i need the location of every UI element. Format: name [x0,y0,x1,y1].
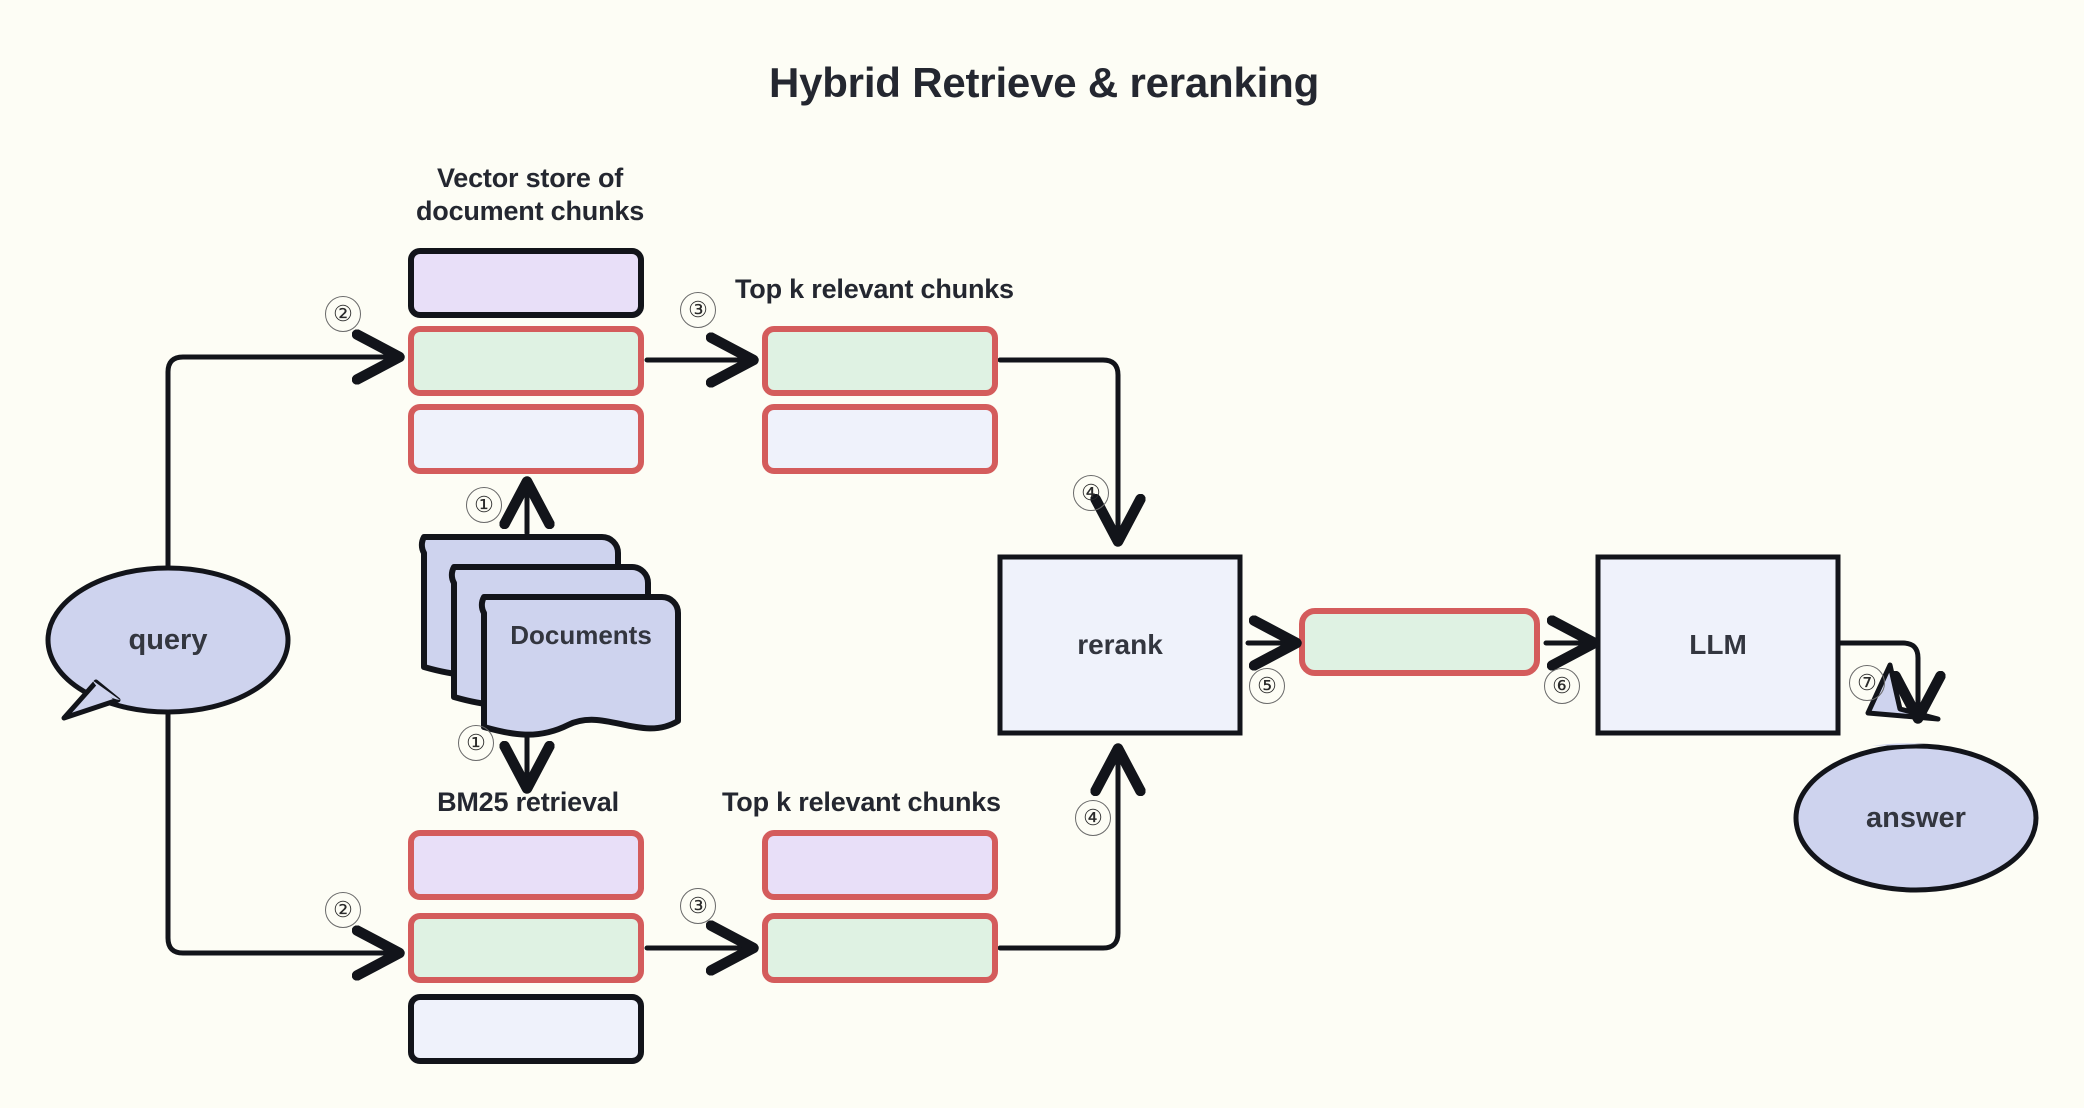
bm25-chunk-1[interactable] [408,830,644,900]
step-badge-6: ⑥ [1544,668,1580,704]
vector-store-chunk-3[interactable] [408,404,644,474]
topk-lower-chunk-1[interactable] [762,830,998,900]
step-badge-5: ⑤ [1249,668,1285,704]
step-badge-4-upper: ④ [1073,475,1109,511]
topk-upper-chunk-1[interactable] [762,326,998,396]
edge-llm-to-answer [1837,640,1918,712]
bm25-label: BM25 retrieval [437,787,619,817]
edge-query-to-bm25 [165,709,393,953]
edge-topk-lower-to-rerank [997,755,1118,951]
bm25-chunk-2[interactable] [408,913,644,983]
bm25-chunk-3[interactable] [408,994,644,1064]
topk-upper-label: Top k relevant chunks [735,274,1014,304]
edge-query-to-vector-store [165,357,393,571]
page-title: Hybrid Retrieve & reranking [768,59,1320,106]
edge-topk-upper-to-rerank [997,357,1118,535]
rerank-box-shape [997,554,1243,736]
step-badge-1-lower: ① [458,725,494,761]
step-badge-3-lower: ③ [680,888,716,924]
step-badge-2-lower: ② [325,892,361,928]
step-badge-1-upper: ① [466,487,502,523]
topk-lower-label: Top k relevant chunks [722,787,1001,817]
documents-stack-shape [418,534,681,738]
llm-box-shape [1595,554,1841,736]
topk-upper-chunk-2[interactable] [762,404,998,474]
step-badge-7: ⑦ [1849,665,1885,701]
reranked-chunk-shape [1299,608,1540,676]
step-badge-3-upper: ③ [680,292,716,328]
step-badge-4-lower: ④ [1075,800,1111,836]
step-badge-2-upper: ② [325,296,361,332]
query-bubble-shape [45,565,291,721]
vector-store-label: Vector store of document chunks [415,163,645,226]
topk-lower-chunk-2[interactable] [762,913,998,983]
vector-store-chunk-1[interactable] [408,248,644,318]
vector-store-chunk-2[interactable] [408,326,644,396]
